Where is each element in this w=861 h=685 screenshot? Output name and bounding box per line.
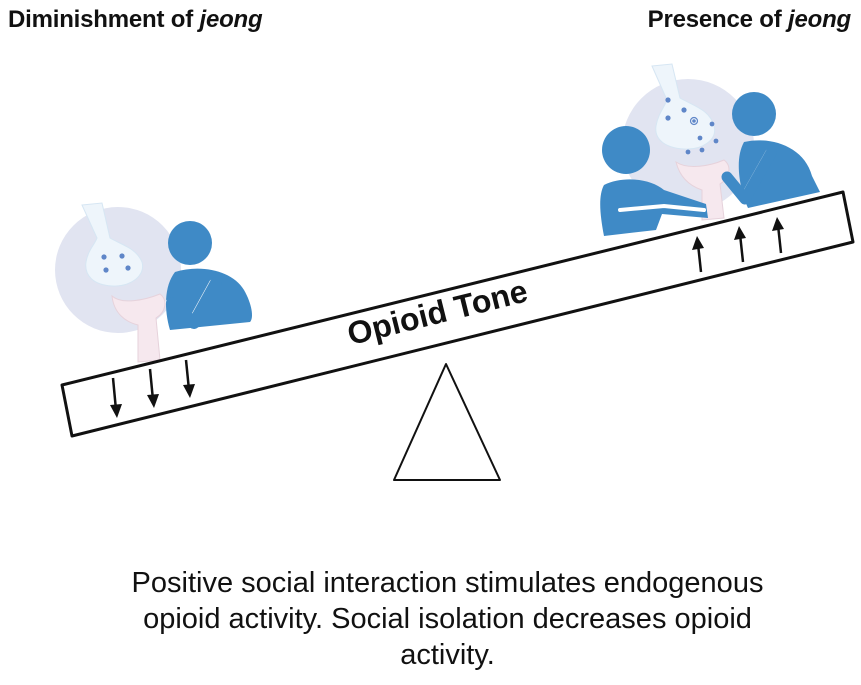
fulcrum-triangle bbox=[393, 363, 501, 481]
person-icon-right-a bbox=[600, 126, 708, 236]
synapse-icon-left bbox=[55, 202, 181, 363]
caption-line-3: activity. bbox=[400, 639, 495, 671]
left-title-emphasis: jeong bbox=[199, 6, 263, 33]
arrow-up-icon-group bbox=[692, 217, 784, 273]
caption: Positive social interaction stimulates e… bbox=[40, 565, 855, 673]
synapse-icon-right bbox=[622, 63, 754, 221]
seesaw-diagram: Opioid Tone bbox=[55, 63, 855, 481]
right-title-prefix: Presence of bbox=[647, 6, 788, 33]
person-icon-left bbox=[165, 221, 252, 330]
caption-line-1: Positive social interaction stimulates e… bbox=[131, 567, 764, 599]
right-title: Presence of jeong bbox=[647, 6, 852, 34]
left-title: Diminishment of jeong bbox=[8, 6, 263, 34]
right-title-emphasis: jeong bbox=[788, 6, 851, 33]
arrow-down-icon bbox=[183, 359, 195, 398]
caption-line-2: opioid activity. Social isolation decrea… bbox=[143, 603, 752, 635]
arrow-down-icon bbox=[147, 368, 159, 408]
arrow-down-icon-group bbox=[110, 359, 195, 418]
arrow-up-icon bbox=[692, 236, 704, 273]
arrow-up-icon bbox=[772, 217, 784, 254]
left-title-prefix: Diminishment of bbox=[8, 6, 200, 33]
arrow-down-icon bbox=[110, 377, 122, 418]
person-icon-right-b bbox=[721, 92, 820, 208]
arrow-up-icon bbox=[734, 226, 746, 263]
